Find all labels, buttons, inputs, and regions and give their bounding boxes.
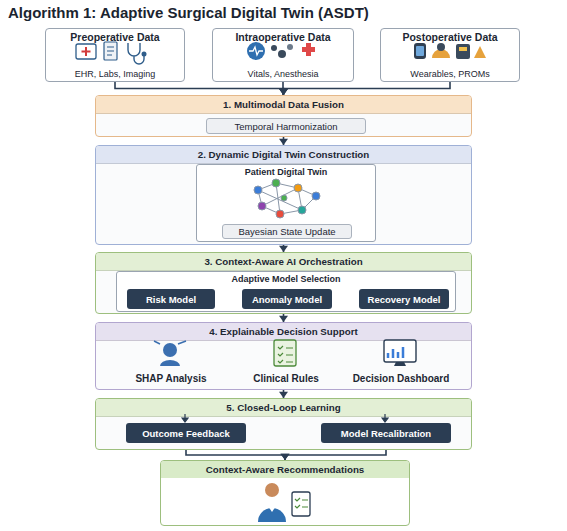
node-label: Patient Digital Twin: [197, 165, 375, 179]
node-label: Decision Dashboard: [353, 373, 450, 384]
node-label: Context-Aware Recommendations: [161, 461, 409, 478]
loop-box: Outcome Feedback: [126, 423, 246, 443]
node-label: Anomaly Model: [252, 294, 322, 305]
stage-band: 2. Dynamic Digital Twin ConstructionPati…: [95, 145, 472, 245]
node-label: SHAP Analysis: [135, 373, 206, 384]
node-label: Bayesian State Update: [238, 226, 335, 237]
icon-caption: Clinical Rules: [231, 370, 341, 387]
process-box: Bayesian State Update: [222, 224, 352, 239]
node-label: Clinical Rules: [253, 373, 319, 384]
node-label: 2. Dynamic Digital Twin Construction: [96, 146, 471, 164]
node-label: Adaptive Model Selection: [117, 272, 455, 286]
node-label: 4. Explainable Decision Support: [96, 323, 471, 341]
node-sublabel: EHR, Labs, Imaging: [75, 69, 156, 79]
node-label: Risk Model: [146, 294, 196, 305]
node-label: 5. Closed-Loop Learning: [96, 399, 471, 417]
node-label: 3. Context-Aware AI Orchestration: [96, 253, 471, 271]
twin-box: Patient Digital TwinBayesian State Updat…: [196, 164, 376, 242]
output-box: Context-Aware Recommendations: [160, 460, 410, 526]
icon-caption: Decision Dashboard: [346, 370, 456, 387]
source-box: Preoperative DataEHR, Labs, Imaging: [45, 28, 185, 82]
diagram-title: Algorithm 1: Adaptive Surgical Digital T…: [8, 4, 369, 21]
node-label: 1. Multimodal Data Fusion: [96, 96, 471, 114]
flow-arrow: [115, 82, 284, 95]
node-label: Model Recalibration: [341, 428, 431, 439]
flow-arrow: [284, 82, 451, 95]
stage-band: 1. Multimodal Data FusionTemporal Harmon…: [95, 95, 472, 137]
stage-band: 3. Context-Aware AI OrchestrationAdaptiv…: [95, 252, 472, 314]
process-box: Temporal Harmonization: [206, 118, 366, 134]
icon-caption: SHAP Analysis: [116, 370, 226, 387]
stage-band: 5. Closed-Loop LearningOutcome Feedback M…: [95, 398, 472, 450]
node-label: Preoperative Data: [70, 31, 159, 43]
model-box: Recovery Model: [359, 289, 449, 309]
source-box: Postoperative DataWearables, PROMs: [380, 28, 520, 82]
selection-box: Adaptive Model SelectionRisk Model Anomal…: [116, 271, 456, 312]
model-box: Anomaly Model: [242, 289, 332, 309]
loop-box: Model Recalibration: [321, 423, 451, 443]
node-label: Outcome Feedback: [142, 428, 230, 439]
node-label: Recovery Model: [368, 294, 441, 305]
node-label: Postoperative Data: [402, 31, 497, 43]
node-label: Temporal Harmonization: [235, 121, 338, 132]
source-box: Intraoperative DataVitals, Anesthesia: [212, 28, 354, 82]
node-sublabel: Vitals, Anesthesia: [248, 69, 319, 79]
node-sublabel: Wearables, PROMs: [410, 69, 489, 79]
stage-band: 4. Explainable Decision SupportSHAP Anal…: [95, 322, 472, 390]
node-label: Intraoperative Data: [235, 31, 330, 43]
model-box: Risk Model: [127, 289, 215, 309]
